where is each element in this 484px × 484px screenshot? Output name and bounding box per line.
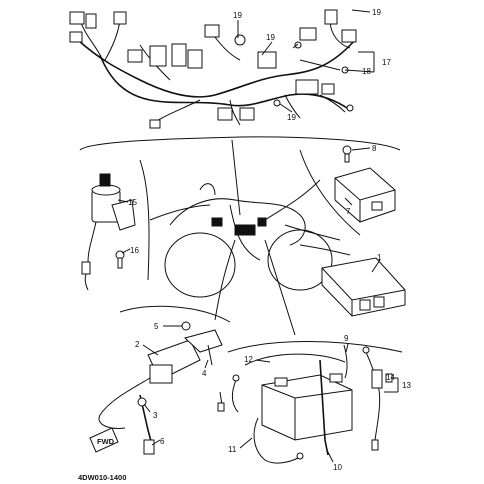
callout-9: 9 <box>344 334 349 343</box>
callout-2: 2 <box>135 340 140 349</box>
cdi-unit <box>321 257 406 317</box>
callout-5: 5 <box>154 322 159 331</box>
callout-labels: 19 19 19 19 17 18 8 7 1 15 16 5 2 4 3 6 … <box>128 8 411 472</box>
callout-19: 19 <box>266 33 275 42</box>
battery <box>217 344 353 464</box>
wire-harness <box>69 9 357 129</box>
main-switch <box>81 173 136 291</box>
harness-leaders <box>237 9 375 113</box>
callout-17: 17 <box>382 58 391 67</box>
callout-13: 13 <box>402 381 411 390</box>
leader-coil <box>214 239 236 321</box>
rectifier-regulator <box>334 145 396 223</box>
leader-rectifier <box>264 179 321 221</box>
callout-19: 19 <box>287 113 296 122</box>
callout-15: 15 <box>128 198 137 207</box>
callout-11: 11 <box>228 445 237 454</box>
callout-6: 6 <box>160 437 165 446</box>
fuse-assembly <box>362 346 393 451</box>
section-divider-left <box>139 159 150 281</box>
callout-19: 19 <box>372 8 381 17</box>
callout-16: 16 <box>130 246 139 255</box>
callout-10: 10 <box>333 463 342 472</box>
leader-harness <box>231 139 241 216</box>
ignition-coil <box>98 321 223 455</box>
callout-12: 12 <box>244 355 253 364</box>
leader-battery <box>264 239 296 336</box>
motorcycle-outline <box>149 183 341 298</box>
section-divider-bottom-left <box>119 305 231 323</box>
callout-14: 14 <box>386 373 395 382</box>
section-divider-right <box>299 149 361 236</box>
callout-1: 1 <box>377 253 382 262</box>
callout-19: 19 <box>233 11 242 20</box>
forward-arrow-stamp: FWD <box>89 427 119 453</box>
stamp-text: FWD <box>97 437 115 446</box>
callout-4: 4 <box>202 369 207 378</box>
section-divider-top <box>79 136 401 151</box>
drawing-code: 4DW010-1400 <box>78 473 126 482</box>
section-divider-bottom-right <box>227 341 403 353</box>
callout-7: 7 <box>346 207 351 216</box>
leader-cdi <box>299 244 351 256</box>
callout-3: 3 <box>153 411 158 420</box>
callout-8: 8 <box>372 144 377 153</box>
callout-18: 18 <box>362 67 371 76</box>
